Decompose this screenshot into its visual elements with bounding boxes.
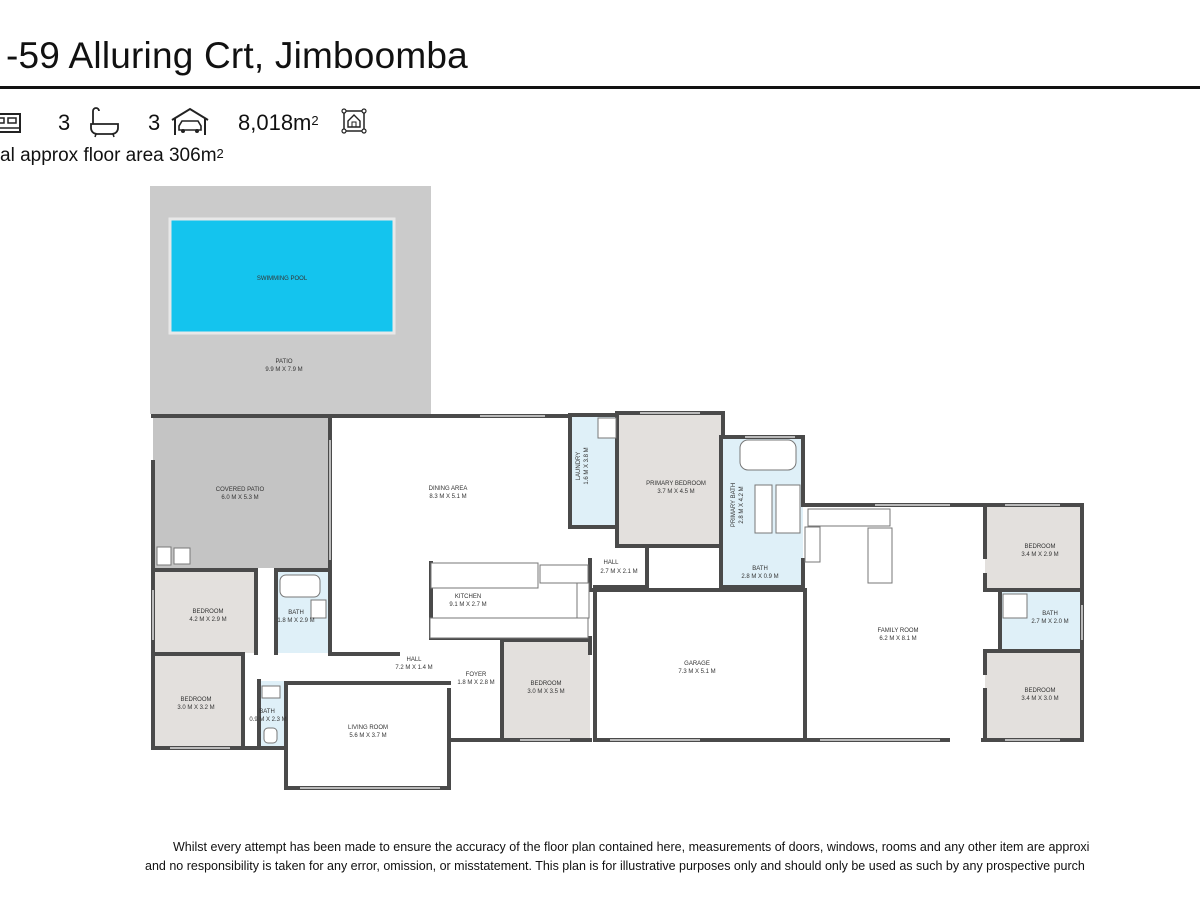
disclaimer-line-2: and no responsibility is taken for any e… (145, 859, 1085, 873)
bedroom-e-fill (985, 653, 1081, 740)
page-title: -59 Alluring Crt, Jimboomba (6, 35, 468, 76)
label-hall-lower: HALL (406, 657, 422, 663)
dims-dining: 8.3 M X 5.1 M (429, 494, 466, 500)
label-bedroom-b: BEDROOM (180, 697, 211, 703)
bath-fixtures (156, 417, 1028, 744)
label-bedroom-e: BEDROOM (1024, 688, 1055, 694)
kitchen-fixtures (429, 508, 893, 639)
label-kitchen: KITCHEN (455, 594, 481, 600)
dims-foyer: 1.8 M X 2.8 M (457, 680, 494, 686)
floor-area-text: al approx floor area 306m2 (0, 144, 224, 168)
label-bath-c: BATH (1042, 611, 1058, 617)
dims-hall-lower: 7.2 M X 1.4 M (395, 665, 432, 671)
floor-area-value: al approx floor area 306m (0, 145, 217, 166)
floor-area-unit: 2 (216, 146, 224, 161)
dims-bedroom-a: 4.2 M X 2.9 M (189, 617, 226, 623)
dims-bath-upper: 2.8 M X 0.9 M (741, 574, 778, 580)
dims-living: 5.6 M X 3.7 M (349, 733, 386, 739)
label-bedroom-d: BEDROOM (1024, 544, 1055, 550)
disclaimer-line-1: Whilst every attempt has been made to en… (173, 840, 1090, 854)
label-garage: GARAGE (684, 661, 710, 667)
bath-icon (90, 107, 119, 138)
dims-hall-upper: 2.7 M X 2.1 M (600, 569, 637, 575)
land-area-value: 8,018m (238, 110, 312, 135)
land-area: 8,018m2 (238, 110, 319, 136)
swimming-pool (168, 217, 396, 335)
label-primary-bedroom: PRIMARY BEDROOM (646, 481, 706, 487)
dims-bedroom-c: 3.0 M X 3.5 M (527, 689, 564, 695)
label-living: LIVING ROOM (348, 725, 388, 731)
dims-bath-a: 1.8 M X 2.9 M (277, 618, 314, 624)
dims-bedroom-d: 3.4 M X 2.9 M (1021, 552, 1058, 558)
dims-kitchen: 9.1 M X 2.7 M (449, 602, 486, 608)
windows (152, 412, 1083, 789)
bath-upper-fill (723, 561, 803, 587)
label-bath-b: BATH (259, 709, 275, 715)
primary-bedroom-fill (617, 415, 721, 546)
label-bedroom-a: BEDROOM (192, 609, 223, 615)
dims-primary-bath: 2.8 M X 4.2 M (739, 486, 745, 523)
label-family: FAMILY ROOM (877, 628, 918, 634)
garage-car-icon (171, 107, 209, 135)
dims-family: 6.2 M X 8.1 M (879, 636, 916, 642)
label-dining: DINING AREA (429, 486, 468, 492)
label-primary-bath: PRIMARY BATH (731, 483, 737, 527)
dims-bath-b: 0.9 M X 2.3 M (249, 717, 286, 723)
bathroom-count: 3 (148, 110, 161, 135)
label-patio: PATIO (275, 359, 292, 365)
label-bath-upper: BATH (752, 566, 768, 572)
label-bedroom-c: BEDROOM (530, 681, 561, 687)
title-divider (0, 86, 1200, 89)
label-laundry: LAUNDRY (576, 452, 582, 481)
bed-icon (0, 113, 21, 133)
disclaimer: Whilst every attempt has been made to en… (140, 838, 1200, 876)
label-pool: SWIMMING POOL (257, 276, 308, 282)
bedroom-a-fill (153, 571, 256, 653)
label-hall-upper: HALL (603, 560, 619, 566)
dims-covered-patio: 6.0 M X 5.3 M (221, 495, 258, 501)
dims-primary-bedroom: 3.7 M X 4.5 M (657, 489, 694, 495)
bedroom-d-fill (985, 507, 1081, 590)
label-foyer: FOYER (466, 672, 487, 678)
dims-bedroom-e: 3.4 M X 3.0 M (1021, 696, 1058, 702)
dims-bath-c: 2.7 M X 2.0 M (1031, 619, 1068, 625)
dims-bedroom-b: 3.0 M X 3.2 M (177, 705, 214, 711)
dims-garage: 7.3 M X 5.1 M (678, 669, 715, 675)
bedroom-c-fill (502, 640, 590, 740)
covered-patio-area (153, 416, 328, 568)
dims-laundry: 1.6 M X 3.8 M (584, 447, 590, 484)
bedroom-count: 3 (58, 110, 71, 135)
dims-patio: 9.9 M X 7.9 M (265, 367, 302, 373)
room-labels: SWIMMING POOL PATIO 9.9 M X 7.9 M COVERE… (177, 276, 1068, 739)
land-area-unit: 2 (311, 113, 319, 128)
label-bath-a: BATH (288, 610, 304, 616)
land-plot-icon (341, 108, 367, 134)
bedroom-b-fill (153, 655, 243, 748)
label-covered-patio: COVERED PATIO (216, 487, 265, 493)
